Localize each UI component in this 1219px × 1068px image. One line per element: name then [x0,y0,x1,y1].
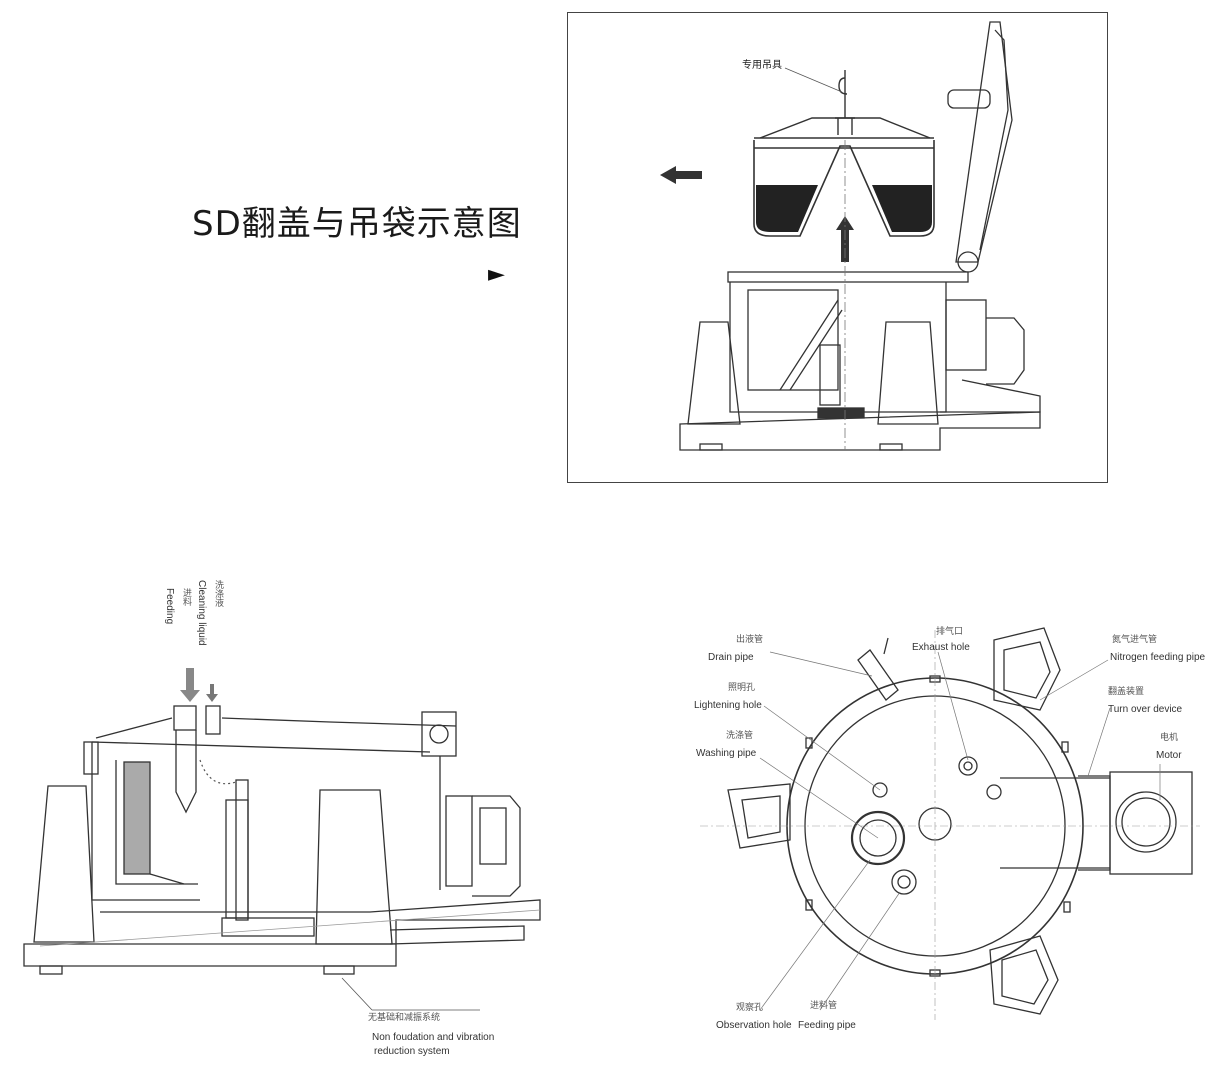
lightening-hole-cn: 照明孔 [728,683,756,693]
drain-pipe-label: Drain pipe [708,652,754,663]
turn-over-device-label: Turn over device [1108,704,1183,715]
cleaning-en-label: Cleaning liquid [196,580,207,646]
motor-label: Motor [1156,750,1182,761]
foundation-en-label-2: reduction system [374,1046,450,1057]
feeding-pipe-label: Feeding pipe [798,1020,856,1031]
lightening-hole-label: Lightening hole [694,700,762,711]
drain-pipe-cn: 出液管 [736,635,764,645]
nitrogen-pipe-label: Nitrogen feeding pipe [1110,652,1206,663]
observation-hole-label: Observation hole [716,1020,792,1031]
feeding-cn-label: 进料 [181,588,191,606]
cleaning-cn-label: 洗涤液 [213,580,223,607]
washing-pipe-cn: 洗涤管 [726,731,754,741]
arrow-marker-icon: ► [488,262,505,287]
top-figure-frame [567,12,1108,483]
observation-hole-cn: 观察孔 [736,1003,764,1013]
washing-pipe-label: Washing pipe [696,748,757,759]
feeding-en-label: Feeding [164,588,175,625]
diagram-title: SD翻盖与吊袋示意图 [192,204,522,244]
foundation-en-label-1: Non foudation and vibration [372,1032,495,1043]
turn-over-device-cn: 翻盖装置 [1108,687,1145,697]
foundation-cn-label: 无基础和减振系统 [368,1013,441,1023]
exhaust-hole-label: Exhaust hole [912,642,970,653]
nitrogen-pipe-cn: 氮气进气管 [1112,635,1158,645]
special-hanger-label: 专用吊具 [742,60,782,71]
left-arrow-icon [660,166,702,184]
feeding-pipe-cn: 进料管 [810,1001,838,1011]
exhaust-hole-cn: 排气口 [936,627,964,637]
motor-cn: 电机 [1160,733,1179,743]
